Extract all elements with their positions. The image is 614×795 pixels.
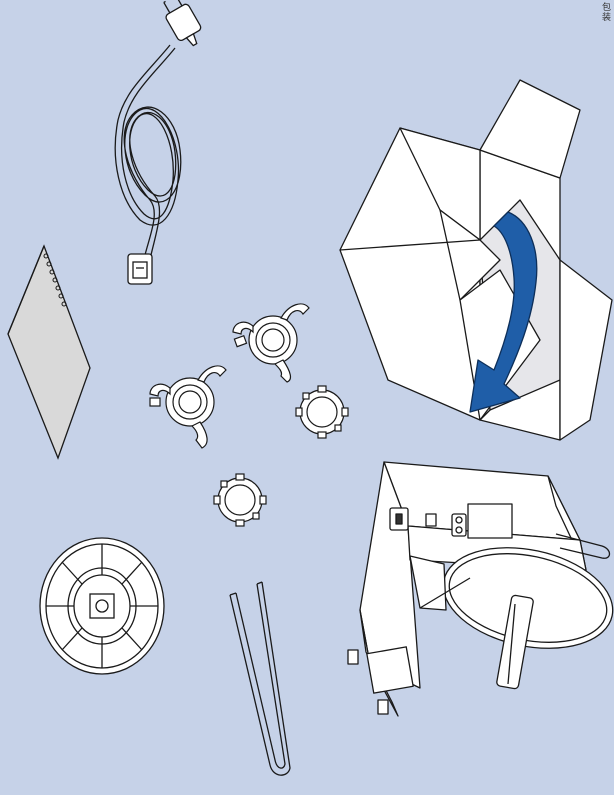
reel-adapter-icon	[150, 304, 309, 448]
open-box-icon	[340, 80, 612, 440]
manual-icon	[8, 246, 90, 458]
core-holder-icon	[214, 386, 348, 526]
rewinder-unit-icon	[348, 462, 614, 716]
guide-rod-icon	[230, 582, 290, 775]
reel-flange-icon	[40, 538, 164, 674]
power-cord-icon	[115, 0, 207, 284]
